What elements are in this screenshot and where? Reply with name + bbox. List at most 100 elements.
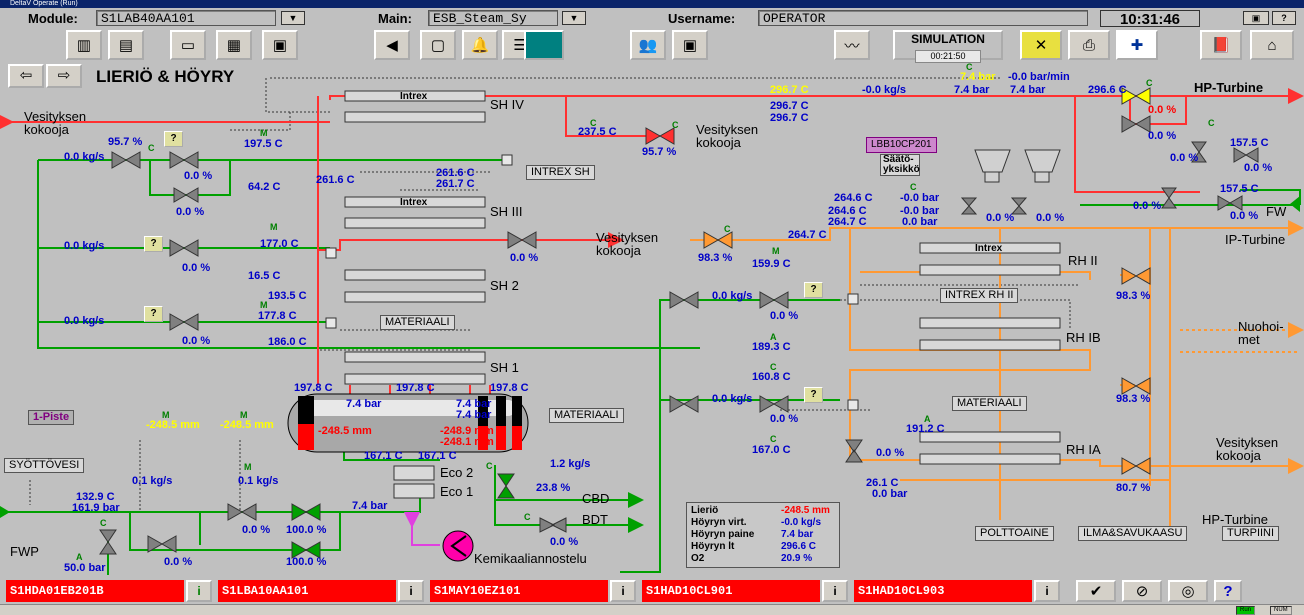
val-m00bar-a: -0.0 bar bbox=[900, 192, 940, 204]
finnish-flag-icon[interactable]: ✚ bbox=[1116, 30, 1158, 60]
printer-icon[interactable]: ⎙ bbox=[1068, 30, 1110, 60]
bell-icon[interactable]: 🔔 bbox=[462, 30, 498, 60]
materiaali-drum-button[interactable]: MATERIAALI bbox=[549, 408, 624, 423]
help-q-5[interactable]: ? bbox=[804, 387, 823, 403]
val-1575b: 157.5 C bbox=[1220, 183, 1259, 195]
next-page-icon[interactable]: ⇨ bbox=[46, 64, 82, 88]
save-icon[interactable]: ▭ bbox=[170, 30, 206, 60]
mode-c-12: C bbox=[524, 512, 531, 522]
lbb-tag[interactable]: LBB10CP201 bbox=[866, 137, 937, 153]
mode-c-9: C bbox=[770, 362, 777, 372]
help-q-2[interactable]: ? bbox=[144, 236, 163, 252]
simulation-time: 00:21:50 bbox=[915, 50, 981, 63]
module-field[interactable]: S1LAB40AA101 bbox=[96, 10, 276, 26]
horn-silence-icon[interactable]: ✕ bbox=[1020, 30, 1062, 60]
val-2967c: 296.7 C bbox=[770, 112, 809, 124]
alarm-tag[interactable]: S1HAD10CL903 bbox=[854, 580, 1032, 602]
alarm-summary-icon[interactable] bbox=[524, 30, 564, 60]
acknowledge-icon[interactable]: ✔ bbox=[1076, 580, 1116, 602]
val-00p-n: 0.0 % bbox=[164, 556, 193, 568]
water-lines bbox=[0, 159, 1301, 575]
intrex-sh-button[interactable]: INTREX SH bbox=[526, 165, 595, 180]
alarm-info-button[interactable]: i bbox=[186, 580, 212, 602]
val-m00barmin: -0.0 bar/min bbox=[1008, 71, 1070, 83]
ilma-savukaasu-button[interactable]: ILMA&SAVUKAASU bbox=[1078, 526, 1188, 541]
help-q-1[interactable]: ? bbox=[164, 131, 183, 147]
feed-arrow bbox=[0, 506, 10, 518]
vesityksen-kokooja-4: Vesityksen kokooja bbox=[1216, 435, 1279, 463]
val-642: 64.2 C bbox=[248, 181, 281, 193]
materiaali-rh-button[interactable]: MATERIAALI bbox=[952, 396, 1027, 411]
summary-row: Höyryn virt.-0.0 kg/s bbox=[691, 517, 822, 528]
val-1770: 177.0 C bbox=[260, 238, 299, 250]
help-button[interactable]: ? bbox=[1272, 11, 1296, 25]
val-00kgs-c: 0.0 kg/s bbox=[64, 315, 105, 327]
monitor-icon[interactable]: ▣ bbox=[672, 30, 708, 60]
alarm-horn-icon[interactable]: ◎ bbox=[1168, 580, 1208, 602]
alarm-tag[interactable]: S1LBA10AA101 bbox=[218, 580, 396, 602]
lierio-summary-panel: Lieriö-248.5 mm Höyryn virt.-0.0 kg/s Hö… bbox=[686, 502, 840, 568]
mode-c-3: C bbox=[672, 120, 679, 130]
val-00p-d: 0.0 % bbox=[182, 262, 211, 274]
alarm-tag[interactable]: S1HAD10CL901 bbox=[642, 580, 820, 602]
vesityksen-kokooja-2: Vesityksen kokooja bbox=[696, 122, 759, 150]
val-00kgs-b: 0.0 kg/s bbox=[64, 240, 105, 252]
syottovesi-button[interactable]: SYÖTTÖVESI bbox=[4, 458, 85, 473]
vesityksen-kokooja-3: Vesityksen kokooja bbox=[596, 230, 659, 258]
val-00p-c1: 0.0 % bbox=[1170, 152, 1199, 164]
valves[interactable] bbox=[99, 87, 1259, 559]
controllers[interactable] bbox=[325, 154, 859, 411]
alarm-info-button[interactable]: i bbox=[822, 580, 848, 602]
one-point-button[interactable]: 1-Piste bbox=[28, 410, 75, 425]
alarm-help-button[interactable]: ? bbox=[1214, 580, 1242, 602]
mode-m-1: M bbox=[260, 128, 268, 138]
val-m2489: -248.9 mm bbox=[440, 425, 494, 437]
mode-c-7: C bbox=[910, 182, 917, 192]
intrex-rh2-button[interactable]: INTREX RH II bbox=[940, 288, 1019, 303]
kemikaali-label: Kemikaaliannostelu bbox=[474, 551, 587, 566]
val-2647: 264.7 C bbox=[788, 229, 827, 241]
val-1978b: 197.8 C bbox=[396, 382, 435, 394]
alarm-info-button[interactable]: i bbox=[398, 580, 424, 602]
alarm-tag[interactable]: S1HDA01EB201B bbox=[6, 580, 184, 602]
main-field[interactable]: ESB_Steam_Sy bbox=[428, 10, 558, 26]
signal-lines bbox=[29, 77, 1080, 510]
back-arrow-icon[interactable]: ◀ bbox=[374, 30, 410, 60]
report-icon[interactable]: ▤ bbox=[108, 30, 144, 60]
rh1b-label: RH IB bbox=[1066, 330, 1101, 345]
curve-icon[interactable]: 〰 bbox=[834, 30, 870, 60]
mode-c-4: C bbox=[966, 62, 973, 72]
alarm-tag[interactable]: S1MAY10EZ101 bbox=[430, 580, 608, 602]
val-807: 80.7 % bbox=[1116, 482, 1151, 494]
val-00pa: 0.0 % bbox=[184, 170, 213, 182]
screen-icon[interactable]: ▢ bbox=[420, 30, 456, 60]
logout-icon[interactable]: ⌂ bbox=[1250, 30, 1294, 60]
username-label: Username: bbox=[668, 11, 736, 26]
trend-icon[interactable]: ▥ bbox=[66, 30, 102, 60]
help-q-4[interactable]: ? bbox=[804, 282, 823, 298]
prev-page-icon[interactable]: ⇦ bbox=[8, 64, 44, 88]
materiaali-sh-button[interactable]: MATERIAALI bbox=[380, 315, 455, 330]
overview-icon[interactable]: ▣ bbox=[262, 30, 298, 60]
book-icon[interactable]: 📕 bbox=[1200, 30, 1242, 60]
polttoaine-button[interactable]: POLTTOAINE bbox=[975, 526, 1054, 541]
alarm-info-button[interactable]: i bbox=[610, 580, 636, 602]
intrex-rh2-label: Intrex bbox=[975, 243, 1003, 254]
print-screen-button[interactable]: ▣ bbox=[1243, 11, 1269, 25]
clock-display: 10:31:46 bbox=[1100, 10, 1200, 28]
module-dropdown-button[interactable]: ▼ bbox=[281, 11, 305, 25]
users-icon[interactable]: 👥 bbox=[630, 30, 666, 60]
main-dropdown-button[interactable]: ▼ bbox=[562, 11, 586, 25]
silence-icon[interactable]: ⊘ bbox=[1122, 580, 1162, 602]
turpiini-button[interactable]: TURPIINI bbox=[1222, 526, 1280, 541]
header-bar: Module: S1LAB40AA101 ▼ Main: ESB_Steam_S… bbox=[0, 8, 1304, 28]
saato-yksikko-button[interactable]: Säätö-yksikkö bbox=[880, 154, 920, 176]
help-q-3[interactable]: ? bbox=[144, 306, 163, 322]
alarm-info-button[interactable]: i bbox=[1034, 580, 1060, 602]
display-set-icon[interactable]: ▦ bbox=[216, 30, 252, 60]
